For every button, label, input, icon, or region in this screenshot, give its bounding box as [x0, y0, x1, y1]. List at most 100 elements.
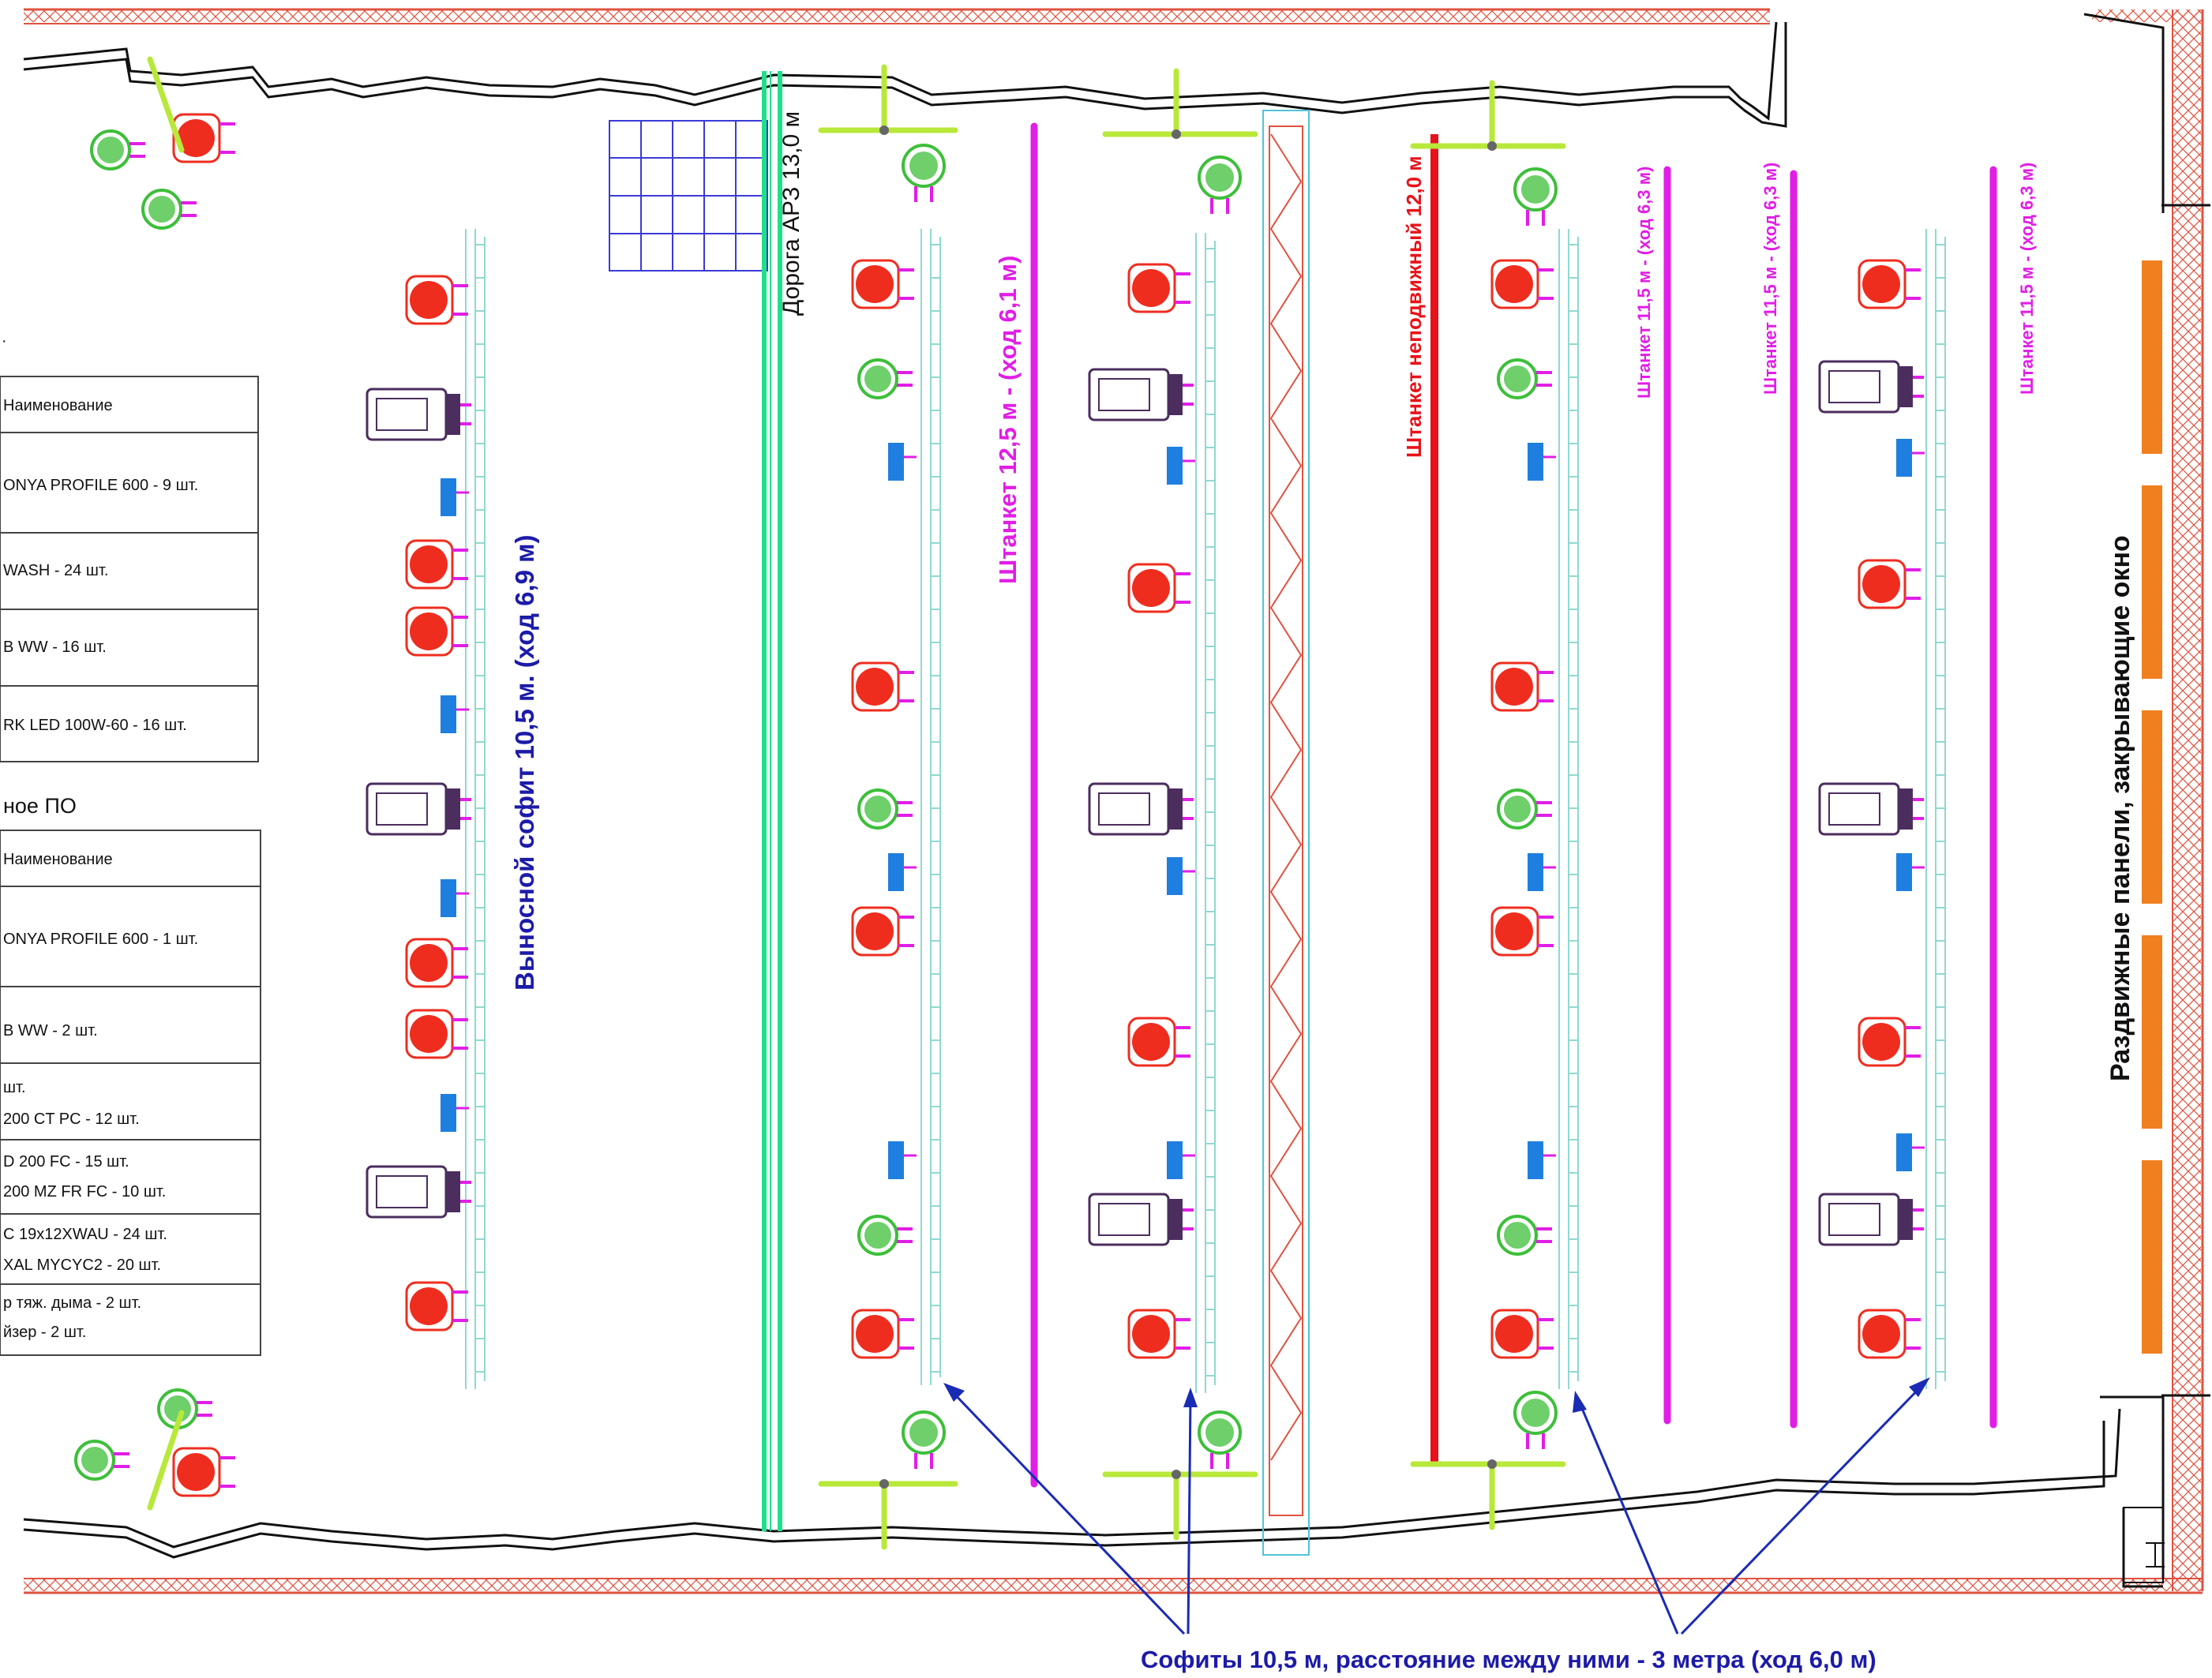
moving-head-spot-icon: [1127, 1017, 1190, 1067]
moving-head-spot-icon: [1490, 661, 1554, 712]
led-wash-icon: [141, 189, 197, 230]
led-wash-icon: [1513, 167, 1558, 226]
table2-row: йзер - 2 шт.: [3, 1324, 86, 1341]
moving-head-spot-icon: [1490, 1309, 1554, 1359]
batten-11-5-label: Штанкет 11,5 м - (ход 6,3 м): [2017, 163, 2037, 395]
legend-table-1: [0, 376, 259, 762]
sliding-panels: [2142, 260, 2162, 1354]
table2-row: шт.: [3, 1079, 26, 1096]
led-wash-icon: [157, 1388, 212, 1429]
profile-spot-icon: [1088, 368, 1194, 421]
cabinet: [2123, 1507, 2165, 1583]
table2-row: D 200 FC - 15 шт.: [3, 1153, 129, 1170]
moving-head-spot-icon: [405, 275, 468, 325]
moving-head-spot-icon: [1858, 1017, 1921, 1067]
moving-head-spot-icon: [1490, 906, 1554, 957]
legend-fragment: ·: [2, 332, 7, 350]
led-bar-icon: [888, 853, 917, 891]
table2-row: C 19x12XWAU - 24 шт.: [3, 1226, 167, 1243]
pointer-arrows: [943, 1377, 1930, 1635]
panels-label: Раздвижные панели, закрывающие окно: [2105, 535, 2135, 1081]
led-bar-icon: [441, 879, 469, 917]
led-wash-icon: [1497, 788, 1552, 830]
moving-head-spot-icon: [172, 1447, 235, 1497]
stage-walls: [23, 13, 2210, 1588]
batten-11-5-label: Штанкет 11,5 м - (ход 6,3 м): [1760, 163, 1780, 395]
led-bar-icon: [888, 443, 917, 481]
profile-spot-icon: [1818, 1193, 1924, 1246]
profile-spot-icon: [1088, 1193, 1194, 1246]
moving-head-spot-icon: [172, 113, 235, 163]
led-bar-icon: [1167, 857, 1195, 895]
battens: [465, 229, 1946, 1393]
profile-spot-icon: [366, 388, 471, 441]
led-wash-icon: [1513, 1391, 1558, 1449]
moving-head-spot-icon: [405, 539, 468, 590]
led-wash-icon: [1497, 358, 1552, 399]
led-bar-icon: [441, 695, 469, 733]
moving-head-spot-icon: [1127, 563, 1190, 613]
road-truss: [762, 71, 782, 1531]
led-wash-icon: [857, 788, 913, 830]
moving-head-spot-icon: [1858, 559, 1921, 609]
led-bar-icon: [1167, 1141, 1195, 1179]
batten-12-5-label: Штанкет 12,5 м - (ход 6,1 м): [994, 256, 1022, 584]
moving-head-spot-icon: [1858, 1309, 1921, 1359]
moving-head-spot-icon: [1127, 263, 1190, 313]
table1-row: RK LED 100W-60 - 16 шт.: [3, 717, 187, 734]
table2-row: ONYA PROFILE 600 - 1 шт.: [3, 931, 198, 948]
table1-row: ONYA PROFILE 600 - 9 шт.: [3, 477, 198, 494]
profile-spot-icon: [1818, 360, 1924, 414]
booms: [147, 56, 1566, 1550]
table2-row: 200 CT PC - 12 шт.: [3, 1111, 140, 1128]
table2-title: ное ПО: [3, 794, 77, 818]
road-grid: [609, 120, 768, 272]
moving-head-spot-icon: [851, 661, 914, 712]
led-wash-icon: [1198, 1410, 1242, 1469]
led-wash-icon: [857, 1215, 913, 1256]
fixed-batten-label: Штанкет неподвижный 12,0 м: [1402, 155, 1426, 458]
moving-head-spot-icon: [405, 1009, 468, 1059]
moving-head-spot-icon: [405, 938, 468, 988]
road-label: Дорога АРЗ 13,0 м: [778, 111, 804, 316]
led-wash-icon: [74, 1440, 129, 1481]
led-wash-icon: [90, 129, 145, 170]
led-bar-icon: [888, 1141, 917, 1179]
profile-spot-icon: [366, 1165, 471, 1219]
moving-head-spot-icon: [851, 259, 914, 309]
led-wash-icon: [902, 144, 946, 202]
led-wash-icon: [857, 358, 913, 399]
table1-header: Наименование: [3, 397, 113, 414]
table1-row: B WW - 16 шт.: [3, 639, 107, 656]
main-truss: [1262, 110, 1310, 1556]
batten-11-5-label: Штанкет 11,5 м - (ход 6,3 м): [1634, 167, 1654, 399]
moving-head-spot-icon: [1490, 259, 1554, 309]
moving-head-spot-icon: [405, 1281, 468, 1332]
led-bar-icon: [1896, 439, 1925, 477]
moving-head-spot-icon: [1127, 1309, 1190, 1359]
led-bar-icon: [1528, 853, 1556, 891]
led-bar-icon: [1528, 1141, 1556, 1179]
front-batten-label: Выносной софит 10,5 м. (ход 6,9 м): [510, 534, 539, 991]
profile-spot-icon: [1818, 782, 1924, 836]
led-wash-icon: [1198, 155, 1242, 214]
led-wash-icon: [902, 1410, 946, 1469]
fixtures: [74, 113, 1925, 1497]
moving-head-spot-icon: [405, 606, 468, 657]
table2-header: Наименование: [3, 851, 113, 868]
led-bar-icon: [1167, 447, 1195, 485]
magenta-battens: [1030, 122, 1997, 1488]
led-bar-icon: [441, 478, 469, 516]
legend-table-2: [0, 830, 261, 1356]
moving-head-spot-icon: [1858, 259, 1921, 309]
led-bar-icon: [1896, 1133, 1925, 1171]
table1-row: WASH - 24 шт.: [3, 562, 108, 579]
table2-row: 200 MZ FR FC - 10 шт.: [3, 1183, 166, 1200]
bottom-note: Софиты 10,5 м, расстояние между ними - 3…: [1141, 1646, 1876, 1673]
led-bar-icon: [1528, 443, 1556, 481]
moving-head-spot-icon: [851, 1309, 914, 1359]
profile-spot-icon: [366, 782, 471, 836]
table2-row: р тяж. дыма - 2 шт.: [3, 1294, 141, 1312]
outer-wall: [24, 8, 2204, 1594]
